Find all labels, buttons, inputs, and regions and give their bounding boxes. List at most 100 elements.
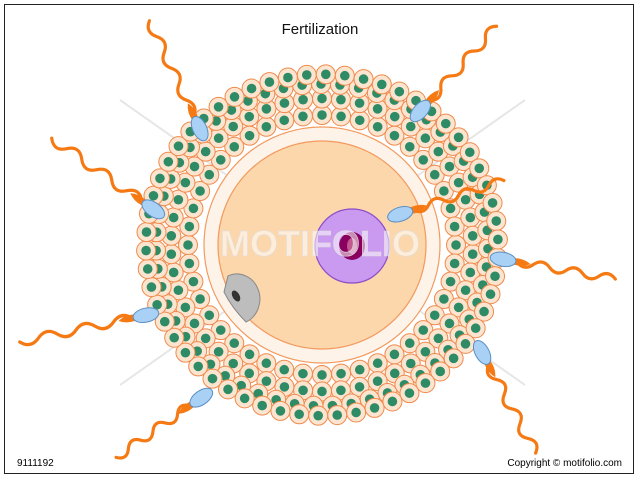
follicle-cell: [399, 333, 420, 354]
follicle-cell-nucleus: [354, 115, 365, 126]
follicle-cell: [444, 216, 465, 237]
follicle-cell: [389, 81, 410, 102]
follicle-cell: [158, 151, 179, 172]
follicle-cell-nucleus: [155, 173, 165, 184]
follicle-cell: [415, 373, 436, 394]
follicle-cell: [175, 342, 196, 363]
follicle-cell-nucleus: [487, 198, 498, 208]
follicle-cell-nucleus: [453, 177, 464, 188]
follicle-cell-nucleus: [404, 388, 415, 398]
follicle-cell-nucleus: [168, 267, 179, 278]
follicle-cell-nucleus: [279, 364, 290, 375]
follicle-cell: [190, 181, 211, 202]
follicle-cell-nucleus: [389, 368, 400, 379]
follicle-cell-nucleus: [317, 370, 327, 380]
follicle-cell: [469, 158, 490, 179]
follicle-cell: [270, 400, 291, 421]
follicle-cell-nucleus: [444, 161, 455, 172]
follicle-cell-nucleus: [405, 121, 416, 132]
follicle-cell-nucleus: [244, 130, 255, 141]
copyright-notice: Copyright © motifolio.com: [507, 458, 622, 469]
follicle-cell-nucleus: [188, 203, 199, 214]
follicle-cell-nucleus: [279, 382, 290, 392]
follicle-cell-nucleus: [229, 141, 240, 152]
follicle-cell: [433, 181, 454, 202]
follicle-cell-nucleus: [372, 376, 383, 386]
follicle-cell-nucleus: [180, 177, 191, 188]
follicle-cell-nucleus: [244, 111, 255, 122]
follicle-cell-nucleus: [433, 333, 444, 344]
diagram-title: Fertilization: [281, 21, 359, 38]
follicle-cell: [149, 168, 170, 189]
nucleolus-inner: [347, 238, 357, 254]
follicle-cell-nucleus: [261, 121, 272, 132]
sperm-cell: [114, 387, 214, 460]
follicle-cell-nucleus: [298, 385, 308, 396]
follicle-cell-nucleus: [418, 155, 429, 165]
follicle-cell-nucleus: [152, 299, 162, 310]
sperm-cell: [472, 340, 539, 455]
follicle-cell: [446, 235, 466, 255]
follicle-cell-nucleus: [387, 396, 398, 407]
follicle-cell-nucleus: [404, 141, 415, 152]
follicle-cell-nucleus: [169, 332, 180, 343]
follicle-cell-nucleus: [275, 406, 286, 416]
sperm-head: [489, 251, 517, 268]
follicle-cell: [459, 142, 480, 163]
follicle-cell: [256, 116, 277, 137]
follicle-cell-nucleus: [142, 264, 153, 274]
follicle-cell-nucleus: [184, 258, 195, 269]
follicle-cell: [190, 288, 211, 309]
follicle-cell-nucleus: [376, 79, 387, 90]
follicle-cell: [413, 320, 434, 341]
follicle-cell: [137, 258, 158, 279]
follicle-cell: [487, 229, 508, 250]
follicle-cell: [331, 106, 352, 127]
follicle-cell: [399, 136, 420, 157]
follicle-cell: [312, 105, 332, 126]
follicle-cell: [136, 240, 157, 261]
follicle-cell: [256, 353, 277, 374]
follicle-cell-nucleus: [166, 249, 177, 259]
follicle-cell-nucleus: [298, 111, 308, 122]
follicle-cell: [384, 344, 405, 365]
sperm-head: [472, 340, 492, 365]
follicle-cell: [163, 262, 184, 283]
follicle-cell-nucleus: [141, 245, 151, 256]
follicle-cell-nucleus: [163, 156, 174, 167]
follicle-cell: [274, 93, 295, 114]
follicle-cell-nucleus: [207, 373, 218, 384]
follicle-cell: [384, 106, 405, 127]
follicle-cell-nucleus: [369, 403, 380, 413]
follicle-cell: [399, 383, 420, 404]
follicle-cell-nucleus: [460, 285, 471, 296]
follicle-cell: [168, 280, 189, 301]
sperm-tail: [146, 19, 197, 118]
follicle-cell: [154, 311, 175, 332]
follicle-cell: [292, 106, 313, 127]
sperm-head: [190, 115, 209, 142]
follicle-cell-nucleus: [226, 105, 237, 115]
follicle-cell-nucleus: [439, 186, 449, 196]
follicle-cell: [327, 405, 348, 426]
follicle-cell: [292, 363, 313, 384]
follicle-cell: [435, 113, 456, 134]
follicle-cell-nucleus: [470, 323, 481, 334]
follicle-cell-nucleus: [336, 368, 346, 379]
follicle-cell-nucleus: [294, 409, 304, 420]
follicle-cell-nucleus: [420, 346, 431, 357]
follicle-cell: [208, 96, 229, 117]
follicle-cell-nucleus: [195, 294, 205, 304]
polar-body-shape: [223, 273, 261, 323]
follicle-cell-nucleus: [246, 83, 257, 94]
follicle-cell: [183, 198, 204, 219]
follicle-cell: [168, 136, 189, 157]
follicle-cell: [239, 125, 260, 146]
follicle-cell-nucleus: [141, 227, 152, 237]
follicle-cell-nucleus: [184, 221, 195, 232]
follicle-cell-nucleus: [465, 212, 476, 223]
follicle-cell-nucleus: [317, 110, 327, 120]
follicle-cell: [202, 368, 223, 389]
follicle-cell-nucleus: [420, 133, 431, 144]
follicle-cell: [371, 74, 392, 95]
